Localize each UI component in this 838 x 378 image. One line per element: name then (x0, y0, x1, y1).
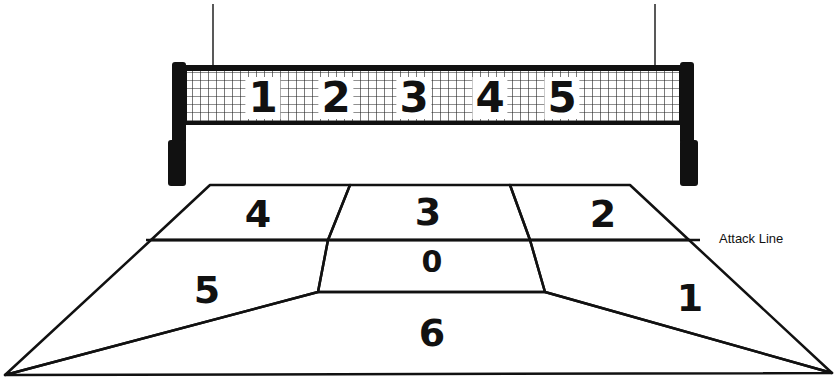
zone-border (510, 185, 689, 240)
net-position-number: 2 (318, 77, 353, 119)
net-position-number: 1 (245, 77, 280, 119)
zone-number: 0 (422, 247, 443, 277)
net-mesh (186, 68, 680, 124)
zone-border (328, 185, 530, 240)
net-position-number: 5 (544, 77, 579, 119)
net-band (186, 65, 680, 71)
zone-border (5, 292, 832, 375)
zone-border (318, 240, 545, 292)
zone-number: 5 (194, 271, 220, 309)
net-position-number: 4 (472, 77, 507, 119)
court-zone: 6 (5, 292, 832, 375)
zone-outline (5, 292, 832, 375)
zone-border (5, 240, 328, 375)
court-zone: 2 (510, 185, 689, 240)
antenna (212, 4, 214, 66)
zone-number: 3 (415, 193, 441, 231)
net-band (186, 121, 680, 125)
antenna (654, 4, 656, 66)
zone-number: 4 (245, 195, 271, 233)
zone-border (151, 185, 350, 240)
net-post (168, 140, 186, 186)
line-label: Attack Line (717, 231, 785, 246)
net-position-number: 3 (396, 77, 431, 119)
net-post (680, 62, 694, 144)
court-zone: 4 (151, 185, 350, 240)
net-post (680, 140, 698, 186)
court-zone: 3 (328, 185, 530, 240)
court-zone: 0 (318, 240, 545, 292)
court-zone: 5 (5, 240, 328, 375)
zone-outline (5, 240, 328, 375)
net-post (172, 62, 186, 144)
zone-border (530, 240, 832, 373)
court-zone: 1 (530, 240, 832, 373)
zone-number: 1 (677, 279, 703, 317)
zone-number: 2 (590, 195, 616, 233)
zone-number: 6 (419, 314, 445, 352)
